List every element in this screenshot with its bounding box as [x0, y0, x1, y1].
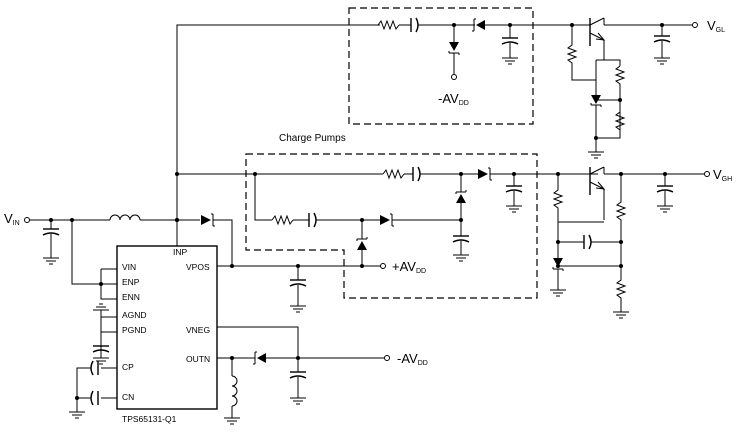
pin-vin: VIN [122, 262, 136, 272]
pin-agnd: AGND [122, 310, 147, 320]
charge-pumps-box [245, 153, 538, 299]
vgl-label: VGL [707, 18, 725, 34]
pin-outn: OUTN [186, 354, 210, 364]
pin-enp: ENP [122, 277, 140, 287]
pin-inp: INP [173, 247, 188, 257]
vgl-charge-pump [377, 17, 572, 80]
pin-pgnd: PGND [122, 325, 147, 335]
boost-diode [201, 213, 215, 227]
avdd-pos-label: +AVDD [392, 259, 426, 275]
pin-vpos: VPOS [186, 262, 210, 272]
charge-pumps-label: Charge Pumps [279, 133, 346, 144]
vin-wiring [24, 217, 117, 300]
input-inductor [109, 214, 141, 221]
vgh-regulator [549, 166, 710, 319]
vgl-charge-pump-box [348, 7, 534, 125]
avdd-neg-top-label: -AVDD [438, 91, 469, 107]
pin-cp: CP [122, 362, 134, 372]
pin-enn: ENN [122, 292, 140, 302]
avdd-neg-bottom-label: -AVDD [397, 351, 428, 367]
pin-vneg: VNEG [186, 325, 210, 335]
vin-label: VIN [4, 211, 20, 227]
vgh-charge-pump [254, 166, 598, 266]
vgh-label: VGH [713, 167, 732, 183]
cp-cn-caps [68, 360, 117, 419]
pin-cn: CN [122, 392, 134, 402]
vgl-regulator [566, 17, 698, 159]
ic-name: TPS65131-Q1 [122, 414, 177, 424]
negative-output [217, 326, 390, 425]
